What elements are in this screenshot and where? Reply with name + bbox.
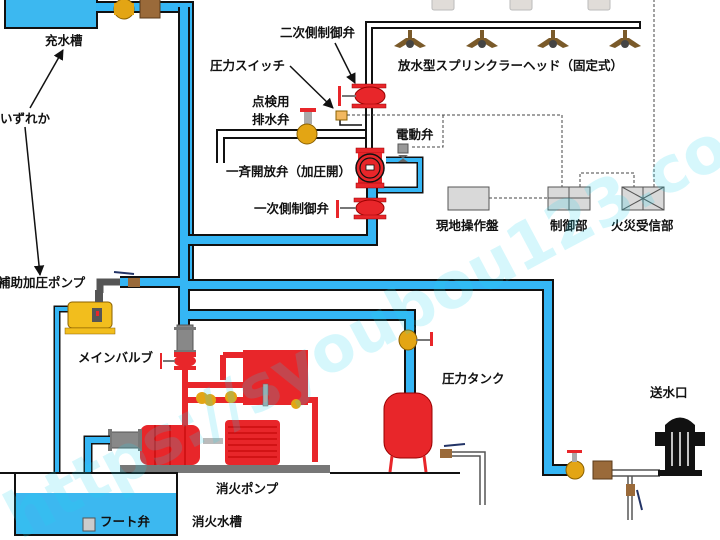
- label-water-tank: 消火水槽: [192, 514, 243, 529]
- inspection-drain-valve: [296, 108, 318, 145]
- label-primary-control-valve: 一次側制御弁: [254, 201, 330, 216]
- booster-ball-valve: [113, 271, 140, 287]
- label-inspection-drain-valve-1: 点検用: [252, 94, 290, 109]
- supply-gate-valve: [113, 0, 135, 20]
- sprinkler-head: [466, 30, 498, 48]
- supply-tank: [4, 0, 98, 29]
- ceiling-fixtures: [431, 0, 611, 11]
- siamese-drain-valve: [626, 484, 643, 511]
- supply-pipe: [96, 1, 194, 285]
- foot-valve: [82, 517, 96, 532]
- pump-base: [120, 465, 330, 473]
- fire-pump-motor: [225, 420, 280, 465]
- sprinkler-head: [537, 30, 569, 48]
- pump-control-tank: [243, 350, 308, 407]
- label-fire-receiver: 火災受信部: [611, 218, 674, 233]
- main-valve: [160, 324, 196, 370]
- deluge-valve: [355, 147, 385, 189]
- label-inspection-drain-valve-2: 排水弁: [252, 112, 290, 127]
- label-solenoid-valve: 電動弁: [396, 127, 434, 142]
- control-unit: [547, 186, 591, 211]
- local-operation-panel: [447, 186, 490, 211]
- leader-lines: [24, 42, 356, 277]
- label-supply-tank: 充水槽: [45, 33, 83, 48]
- pressure-tank: [383, 392, 433, 473]
- label-fire-pump: 消火ポンプ: [216, 481, 279, 496]
- labels: 充水槽 いずれか 補助加圧ポンプ 二次側制御弁 圧力スイッチ 点検用 排水弁 一…: [0, 25, 688, 529]
- control-wiring: [347, 0, 655, 199]
- label-local-panel: 現地操作盤: [436, 218, 499, 233]
- fire-water-tank: [14, 472, 178, 536]
- solenoid-valve: [397, 143, 409, 162]
- label-either: いずれか: [0, 111, 51, 126]
- siamese-check-valve: [592, 460, 613, 480]
- pressure-switch: [335, 110, 348, 121]
- pressure-tank-drain-valve: [440, 443, 466, 458]
- siamese-gate-valve: [565, 450, 585, 480]
- label-control-unit: 制御部: [550, 218, 588, 233]
- supply-check-valve: [139, 0, 161, 19]
- fire-receiver-unit: [621, 186, 665, 211]
- siamese-connection: [655, 417, 705, 476]
- primary-control-valve: [336, 197, 387, 220]
- label-pressure-switch: 圧力スイッチ: [210, 58, 285, 73]
- booster-pump-pipes: [53, 278, 120, 520]
- label-pressure-tank: 圧力タンク: [442, 371, 505, 386]
- sprinkler-heads: [394, 30, 641, 48]
- label-main-valve: メインバルブ: [78, 350, 154, 365]
- label-foot-valve: フート弁: [100, 514, 151, 529]
- label-deluge-valve: 一斉開放弁（加圧開）: [226, 164, 351, 179]
- booster-pump: [64, 290, 116, 335]
- label-booster-pump: 補助加圧ポンプ: [0, 275, 86, 290]
- pressure-tank-valve: [398, 329, 433, 351]
- secondary-control-valve: [338, 83, 387, 109]
- sprinkler-head: [609, 30, 641, 48]
- label-secondary-control-valve: 二次側制御弁: [280, 25, 356, 40]
- label-sprinkler-heads: 放水型スプリンクラーヘッド（固定式）: [397, 58, 623, 73]
- pump-small-valves: [196, 391, 301, 409]
- sprinkler-head: [394, 30, 426, 48]
- label-siamese-connection: 送水口: [649, 385, 688, 400]
